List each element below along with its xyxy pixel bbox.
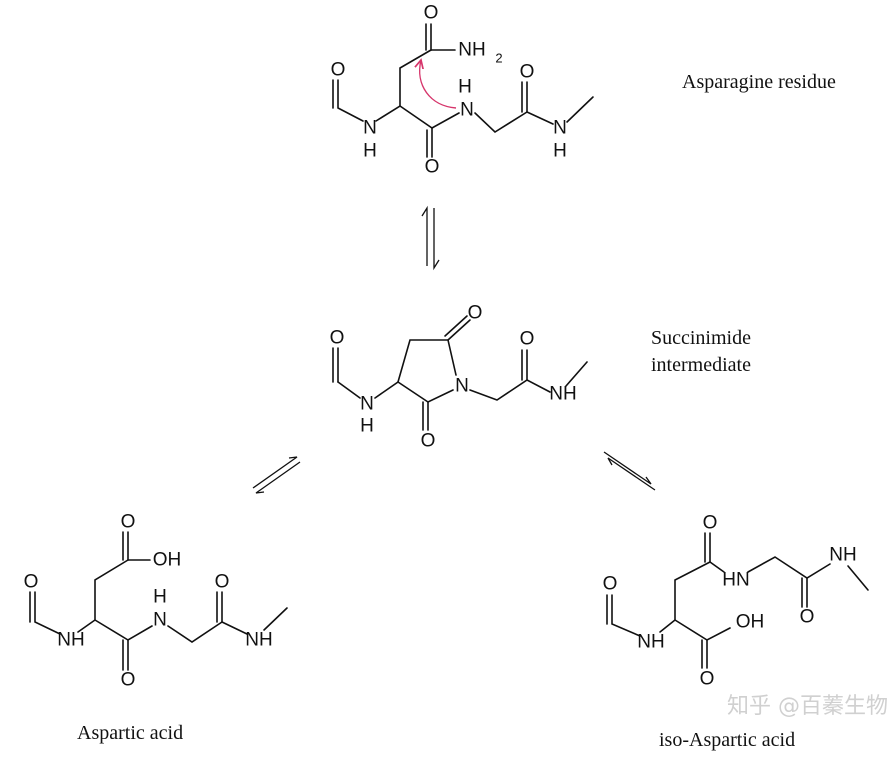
- mechanism-arrow: [420, 60, 457, 109]
- atom-nh: NH: [829, 545, 856, 566]
- atom-nh: NH: [57, 630, 84, 651]
- atom-o: O: [700, 669, 715, 690]
- atom-o: O: [800, 607, 815, 628]
- atom-h: H: [458, 77, 472, 98]
- aspartic-acid-structure: O OH O N H O NH NH O: [24, 512, 288, 691]
- equilibrium-arrow-vertical: [421, 205, 440, 271]
- atom-o: O: [468, 303, 483, 324]
- atom-hn: HN: [722, 570, 749, 591]
- atom-nh: NH: [245, 630, 272, 651]
- atom-oh: OH: [153, 550, 182, 571]
- atom-o: O: [331, 60, 346, 81]
- atom-n: N: [553, 118, 567, 139]
- atom-o: O: [330, 328, 345, 349]
- atom-n: N: [363, 118, 377, 139]
- atom-h: H: [153, 587, 167, 608]
- label-isoaspartic-acid: iso-Aspartic acid: [659, 729, 795, 751]
- atom-h: H: [360, 416, 374, 437]
- succinimide-structure: O N H O N O O NH: [330, 303, 588, 452]
- atom-n: N: [455, 376, 469, 397]
- atom-oh: OH: [736, 612, 765, 633]
- atom-n: N: [460, 100, 474, 121]
- equilibrium-arrow-right: [603, 451, 656, 491]
- atom-o: O: [425, 157, 440, 178]
- watermark: 知乎 @百蓁生物: [727, 694, 888, 719]
- atom-o: O: [424, 3, 439, 24]
- atom-o: O: [121, 512, 136, 533]
- atom-h: H: [363, 141, 377, 162]
- label-intermediate: intermediate: [651, 354, 751, 376]
- isoaspartic-acid-structure: O HN O NH OH O NH O: [603, 513, 869, 690]
- label-aspartic-acid: Aspartic acid: [77, 722, 183, 744]
- atom-o: O: [520, 329, 535, 350]
- atom-h: H: [553, 141, 567, 162]
- atom-o: O: [215, 572, 230, 593]
- asparagine-structure: O NH 2 O N H O N H N H O: [331, 3, 594, 178]
- atom-o: O: [703, 513, 718, 534]
- atom-o: O: [421, 431, 436, 452]
- atom-o: O: [520, 62, 535, 83]
- subscript-2: 2: [495, 51, 502, 66]
- atom-nh: NH: [637, 632, 664, 653]
- label-asparagine: Asparagine residue: [682, 71, 836, 93]
- atom-o: O: [24, 572, 39, 593]
- atom-nh: NH: [549, 384, 576, 405]
- atom-o: O: [603, 574, 618, 595]
- atom-n: N: [360, 394, 374, 415]
- atom-n: N: [153, 610, 167, 631]
- label-succinimide: Succinimide: [651, 327, 751, 349]
- atom-nh2: NH: [458, 40, 485, 61]
- equilibrium-arrow-left: [252, 456, 301, 494]
- atom-o: O: [121, 670, 136, 691]
